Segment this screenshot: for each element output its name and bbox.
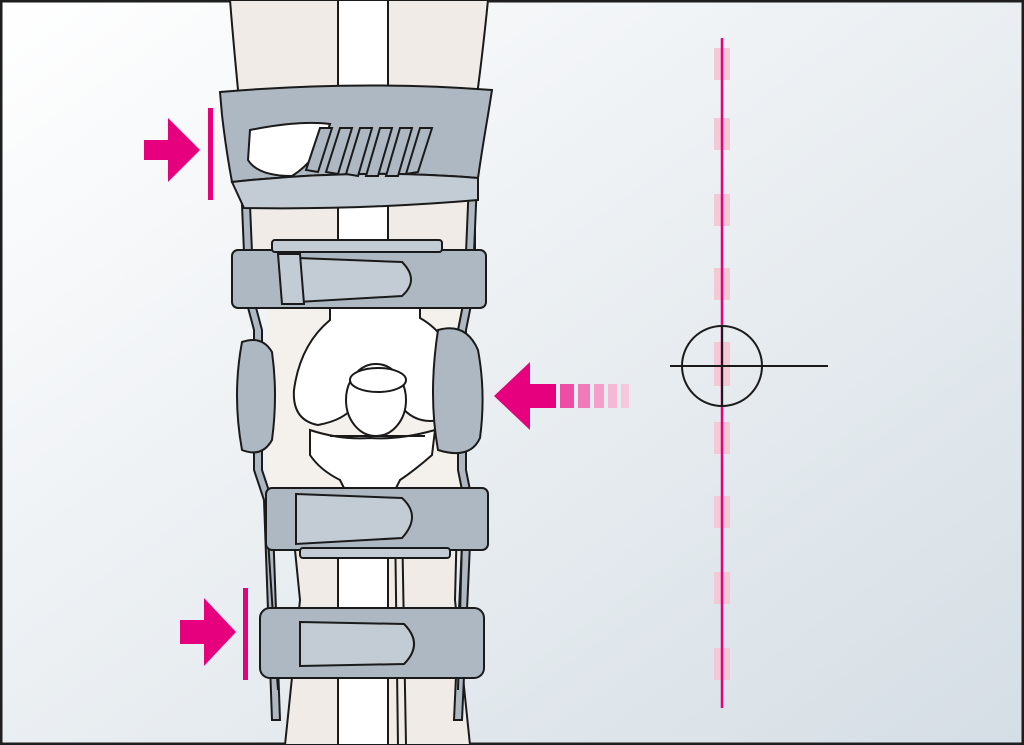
straps (231, 239, 489, 679)
arrow-right-icon (144, 118, 200, 182)
leg-axis-indicator (670, 38, 828, 708)
strap-velcro-tab (299, 620, 415, 668)
lower-shin-strap (259, 607, 485, 679)
left-condyle-pad (236, 339, 276, 454)
knee-bones (292, 299, 457, 491)
vent-slot (304, 127, 334, 174)
thigh-cuff-inner (230, 172, 479, 210)
arrow-dash (578, 384, 590, 408)
pressure-arrow-upper (144, 108, 213, 200)
strap-buckle (276, 253, 306, 305)
vent-slot (344, 127, 374, 178)
patella-top (349, 367, 407, 393)
strap-velcro-tab (295, 492, 413, 546)
arrow-dash (621, 384, 629, 408)
strap-back-band (271, 239, 443, 253)
strap-velcro-tab (297, 256, 412, 304)
vent-slot (324, 127, 354, 176)
arrow-dash (560, 384, 574, 408)
arrow-right-icon (180, 598, 236, 666)
pressure-marker-line (208, 108, 213, 200)
vent-slot (384, 127, 414, 177)
vent-slot (364, 127, 394, 177)
crosshair-icon (670, 325, 828, 407)
thigh-shell (218, 84, 494, 210)
ventilation-slots (304, 127, 434, 178)
vent-slot (404, 127, 434, 176)
upper-shin-strap (265, 487, 489, 559)
pressure-marker-line (243, 588, 248, 680)
tibia-bone (309, 428, 437, 491)
right-condyle-pad (432, 327, 484, 454)
dashed-arrow-left-icon (494, 362, 556, 430)
pressure-arrow-knee (494, 362, 629, 430)
strap-back-band (299, 547, 451, 559)
pressure-arrow-lower (180, 588, 248, 680)
arrow-dash (594, 384, 604, 408)
upper-thigh-strap (231, 239, 487, 309)
arrow-dash (608, 384, 617, 408)
